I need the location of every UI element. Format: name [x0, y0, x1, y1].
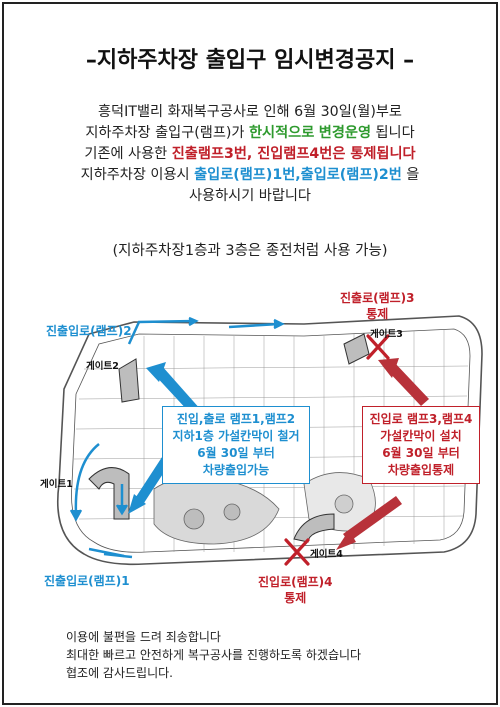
closed-callout-line-1: 진입로 램프3,램프4 — [369, 412, 473, 426]
ramp-4-name: 진입로(램프)4 — [258, 575, 333, 589]
ramp-3-label: 진출로(램프)3 통제 — [340, 290, 415, 322]
footer-line-1: 이용에 불편을 드려 죄송합니다 — [66, 630, 221, 644]
body-line-4: 지하주차장 이용시 출입로(램프)1번,출입로(램프)2번 을 — [4, 165, 496, 186]
highlight-open-ramps: 출입로(램프)1번,출입로(램프)2번 — [194, 167, 402, 183]
highlight-closed-ramps: 진출램프3번, 진입램프4번은 통제됩니다 — [171, 146, 416, 162]
notice-title: –지하주차장 출입구 임시변경공지 – — [85, 48, 415, 73]
body-line-4-end: 을 — [401, 167, 420, 183]
closed-callout-line-4: 차량출입통제 — [387, 463, 455, 477]
ramp-3-status: 통제 — [366, 307, 389, 321]
red-pointer-arrows — [336, 358, 429, 550]
blue-arrows — [69, 316, 285, 559]
body-line-1: 흥덕IT밸리 화재복구공사로 인해 6월 30일(월)부로 — [98, 104, 402, 120]
closed-ramps-callout: 진입로 램프3,램프4 가설칸막이 설치 6월 30일 부터 차량출입통제 — [362, 406, 480, 484]
parking-note: (지하주차장1층과 3층은 종전처럼 사용 가능) — [112, 243, 388, 259]
body-line-3-text: 기존에 사용한 — [84, 146, 172, 162]
body-line-2-end: 됩니다 — [371, 125, 415, 141]
open-callout-line-3: 6월 30일 부터 — [197, 446, 275, 460]
footer-line-3: 협조에 감사드립니다. — [66, 666, 173, 680]
notice-body: 흥덕IT밸리 화재복구공사로 인해 6월 30일(월)부로 지하주차장 출입구(… — [4, 102, 496, 207]
gate-3-label: 게이트3 — [370, 329, 403, 340]
body-line-4-text: 지하주차장 이용시 — [80, 167, 195, 183]
footer-line-2: 최대한 빠르고 안전하게 복구공사를 진행하도록 하겠습니다 — [66, 648, 362, 662]
gate-1-label: 게이트1 — [40, 479, 73, 490]
open-callout-line-1: 진입,출로 램프1,램프2 — [176, 412, 296, 426]
body-line-5: 사용하시기 바랍니다 — [189, 188, 311, 204]
gate-4-label: 게이트4 — [310, 549, 343, 560]
highlight-change: 변경운영 — [318, 125, 371, 141]
open-ramps-callout: 진입,출로 램프1,램프2 지하1층 가설칸막이 철거 6월 30일 부터 차량… — [162, 406, 310, 484]
building-outline — [56, 315, 483, 566]
body-line-2-text: 지하주차장 출입구(램프)가 — [85, 125, 249, 141]
ramp-3-name: 진출로(램프)3 — [340, 291, 415, 305]
body-line-2: 지하주차장 출입구(램프)가 한시적으로 변경운영 됩니다 — [4, 123, 496, 144]
ramp-4-status: 통제 — [284, 591, 307, 605]
highlight-temporary: 한시적으로 — [249, 125, 315, 141]
parking-map: 진출입로(램프)2 진출입로(램프)1 진출로(램프)3 통제 진입로(램프)4… — [4, 274, 500, 619]
open-callout-line-2: 지하1층 가설칸막이 철거 — [172, 429, 300, 443]
closed-callout-line-3: 6월 30일 부터 — [382, 446, 460, 460]
ramp-1-label: 진출입로(램프)1 — [44, 574, 130, 588]
notice-footer: 이용에 불편을 드려 죄송합니다 최대한 빠르고 안전하게 복구공사를 진행하도… — [66, 628, 361, 682]
closed-callout-line-2: 가설칸막이 설치 — [380, 429, 462, 443]
gate-2-label: 게이트2 — [86, 361, 119, 372]
body-line-3: 기존에 사용한 진출램프3번, 진입램프4번은 통제됩니다 — [4, 144, 496, 165]
red-x-marks — [284, 334, 390, 566]
ramp-2-label: 진출입로(램프)2 — [46, 324, 132, 338]
open-callout-line-4: 차량출입가능 — [202, 463, 270, 477]
ramp-4-label: 진입로(램프)4 통제 — [258, 574, 333, 606]
